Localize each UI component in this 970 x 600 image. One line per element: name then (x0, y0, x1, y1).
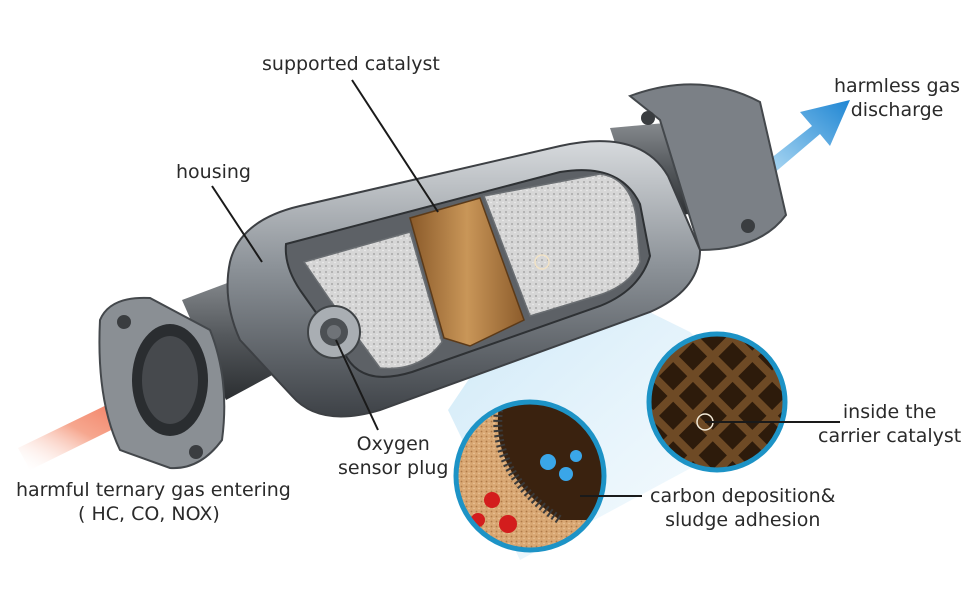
leader-oxygen-sensor (335, 339, 379, 431)
right-substrate (482, 173, 641, 317)
label-harmless-gas: harmless gas discharge (834, 74, 960, 122)
leader-supported-catalyst (351, 79, 439, 213)
clean-particle (540, 454, 556, 470)
label-harmless-gas-line2: discharge (850, 99, 944, 121)
label-harmful-gas-line1: harmful ternary gas entering (16, 479, 291, 501)
label-harmless-gas-line1: harmless gas (834, 75, 961, 97)
catalyst-band (409, 197, 525, 347)
label-inside-carrier-line1: inside the (842, 401, 937, 423)
pollutant-particle (484, 492, 500, 508)
clean-particle (559, 467, 573, 481)
pollutant-particle (499, 515, 517, 533)
label-carbon-deposition: carbon deposition& sludge adhesion (650, 484, 836, 532)
converter-housing (226, 140, 702, 418)
clean-particle (570, 450, 582, 462)
oxygen-sensor-plug (307, 305, 361, 359)
carrier-magnifier (646, 331, 788, 473)
label-oxygen-sensor-line1: Oxygen (356, 433, 430, 455)
leader-housing (211, 185, 263, 263)
leader-lines (211, 79, 840, 497)
left-substrate (302, 231, 443, 370)
label-housing: housing (176, 161, 251, 183)
deposition-magnifier (453, 399, 607, 553)
label-carbon-deposition-line2: sludge adhesion (665, 509, 821, 531)
label-supported-catalyst: supported catalyst (262, 53, 440, 75)
label-harmful-gas-line2: ( HC, CO, NOX) (78, 503, 220, 525)
label-inside-carrier: inside the carrier catalyst (818, 400, 961, 448)
label-oxygen-sensor-line2: sensor plug (338, 457, 449, 479)
label-oxygen-sensor: Oxygen sensor plug (338, 432, 448, 480)
label-carbon-deposition-line1: carbon deposition& (650, 485, 836, 507)
label-inside-carrier-line2: carrier catalyst (818, 425, 962, 447)
label-harmful-gas: harmful ternary gas entering ( HC, CO, N… (16, 478, 291, 526)
outlet-arrow (756, 100, 850, 180)
